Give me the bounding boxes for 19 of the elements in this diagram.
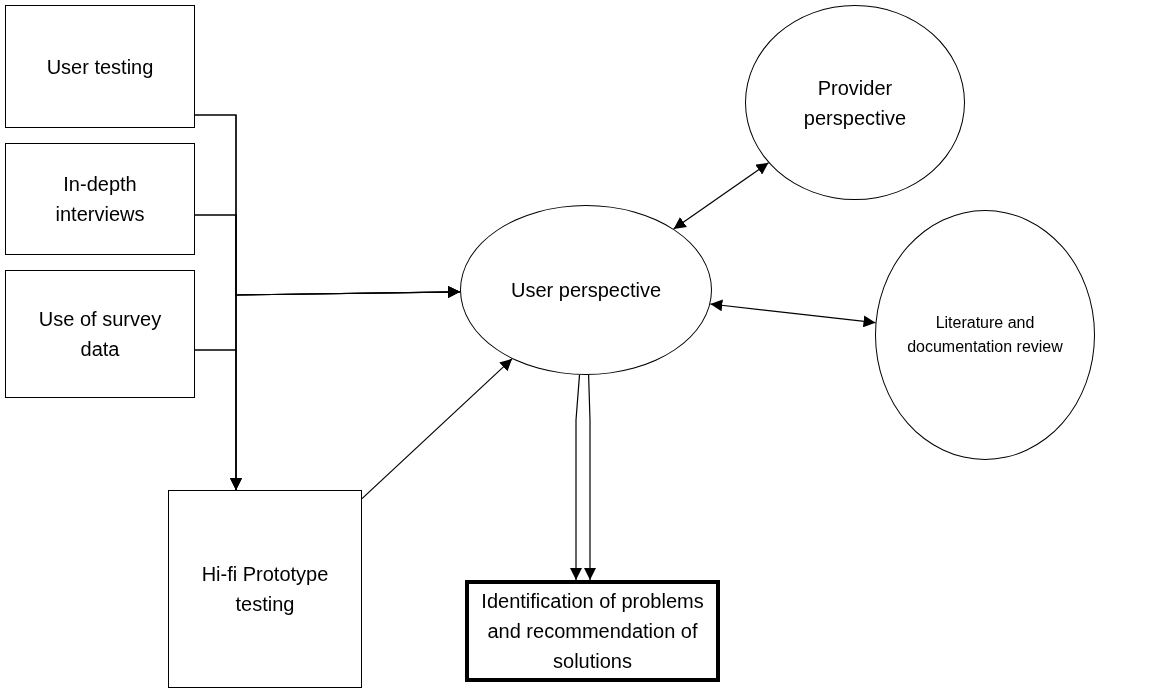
arrow: [194, 285, 461, 351]
node-label: In-depth interviews: [54, 172, 146, 227]
process-box: [465, 580, 720, 682]
node-label: Hi-fi Prototype testing: [200, 562, 330, 617]
process-box: [5, 5, 195, 128]
arrow: [709, 299, 877, 328]
arrow: [673, 162, 770, 230]
node-label: User testing: [45, 54, 155, 80]
process-box: [168, 490, 362, 688]
node-label: Literature and documentation review: [906, 313, 1064, 357]
node-label: Identification of problems and recommendation of solutions: [480, 589, 705, 674]
node-label: Provider perspective: [802, 75, 908, 131]
arrow: [584, 374, 596, 581]
process-box: [5, 270, 195, 398]
node-label: User perspective: [509, 278, 663, 303]
node-label: Use of survey data: [37, 307, 163, 362]
arrow: [361, 358, 513, 500]
arrow: [570, 374, 582, 581]
process-box: [5, 143, 195, 255]
